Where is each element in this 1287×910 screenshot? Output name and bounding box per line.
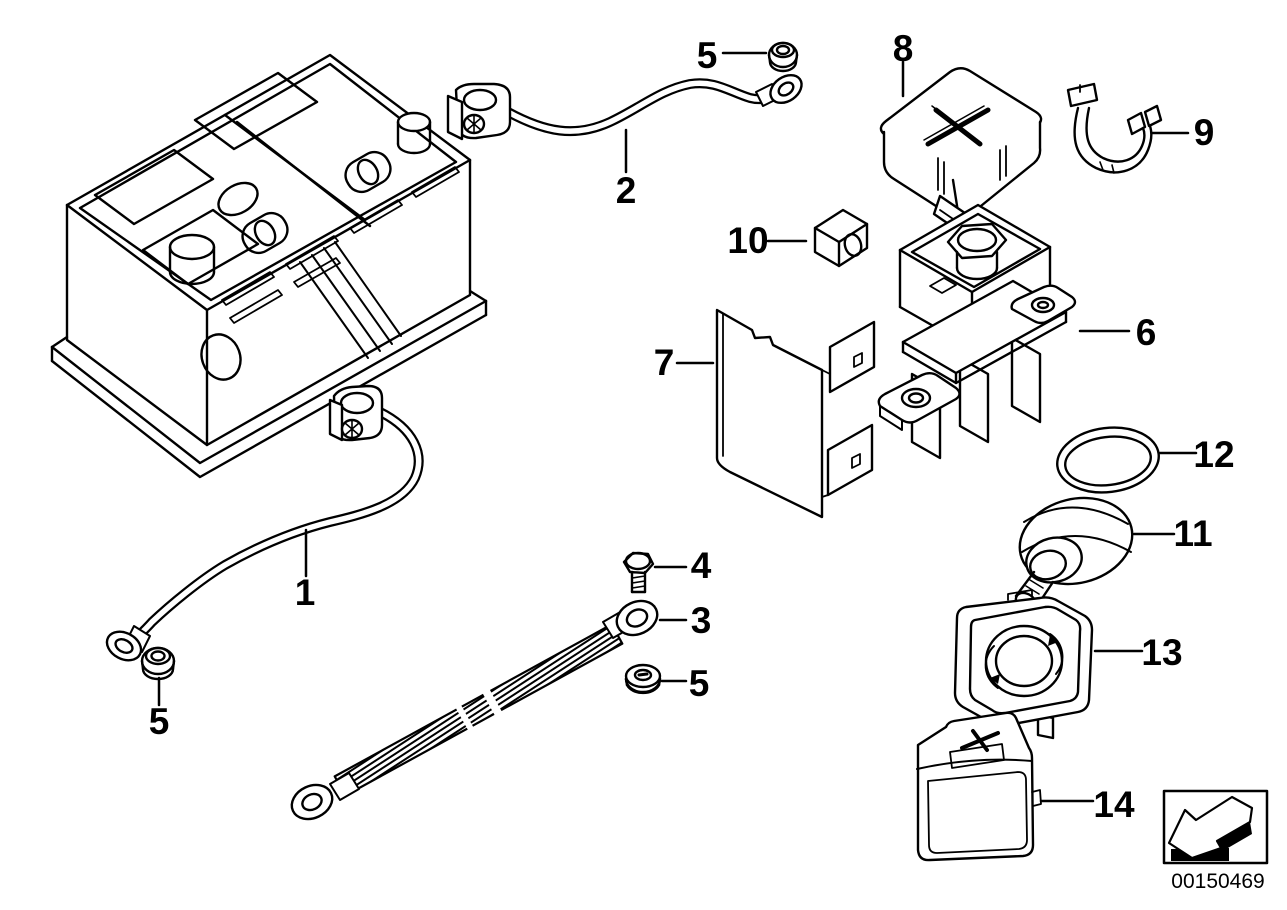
nut-bottom-left [140,646,176,681]
callout-7[interactable]: 7 [654,342,675,383]
callout-14[interactable]: 14 [1093,784,1135,825]
grommet-stud [1014,496,1134,613]
bracket-panel [715,308,876,519]
distribution-cover [916,711,1042,862]
spacer-block [813,208,869,268]
callout-3[interactable]: 3 [691,600,712,641]
ground-strap [290,599,659,821]
callout-13[interactable]: 13 [1141,632,1182,673]
callout-9[interactable]: 9 [1194,112,1215,153]
callout-11[interactable]: 11 [1173,513,1212,554]
battery-terminal-distributor [877,203,1077,460]
callout-12[interactable]: 12 [1193,434,1234,475]
callout-labels: 1 2 3 4 5 5 5 6 7 8 9 10 11 12 13 14 001… [149,28,1265,893]
leader-lines [157,51,1198,803]
callout-2[interactable]: 2 [616,170,637,211]
nut-top [767,41,799,73]
positive-terminal-cover [879,67,1043,242]
clamp-strap [1066,82,1163,174]
callout-4[interactable]: 4 [691,545,712,586]
negative-battery-cable [105,384,424,662]
part-number: 00150469 [1171,870,1264,893]
battery-illustration [50,53,488,479]
callout-5-top[interactable]: 5 [697,35,718,76]
callout-6[interactable]: 6 [1136,312,1157,353]
callout-1[interactable]: 1 [295,572,316,613]
callout-10[interactable]: 10 [727,220,768,261]
screw [622,551,655,594]
etk-arrow-logo [1162,789,1269,865]
sealing-ring [1056,426,1160,494]
cap-plug [624,663,662,695]
callout-5-left[interactable]: 5 [149,701,170,742]
callout-8[interactable]: 8 [893,28,914,69]
positive-battery-cable [446,73,803,141]
callout-5-middle[interactable]: 5 [689,663,710,704]
